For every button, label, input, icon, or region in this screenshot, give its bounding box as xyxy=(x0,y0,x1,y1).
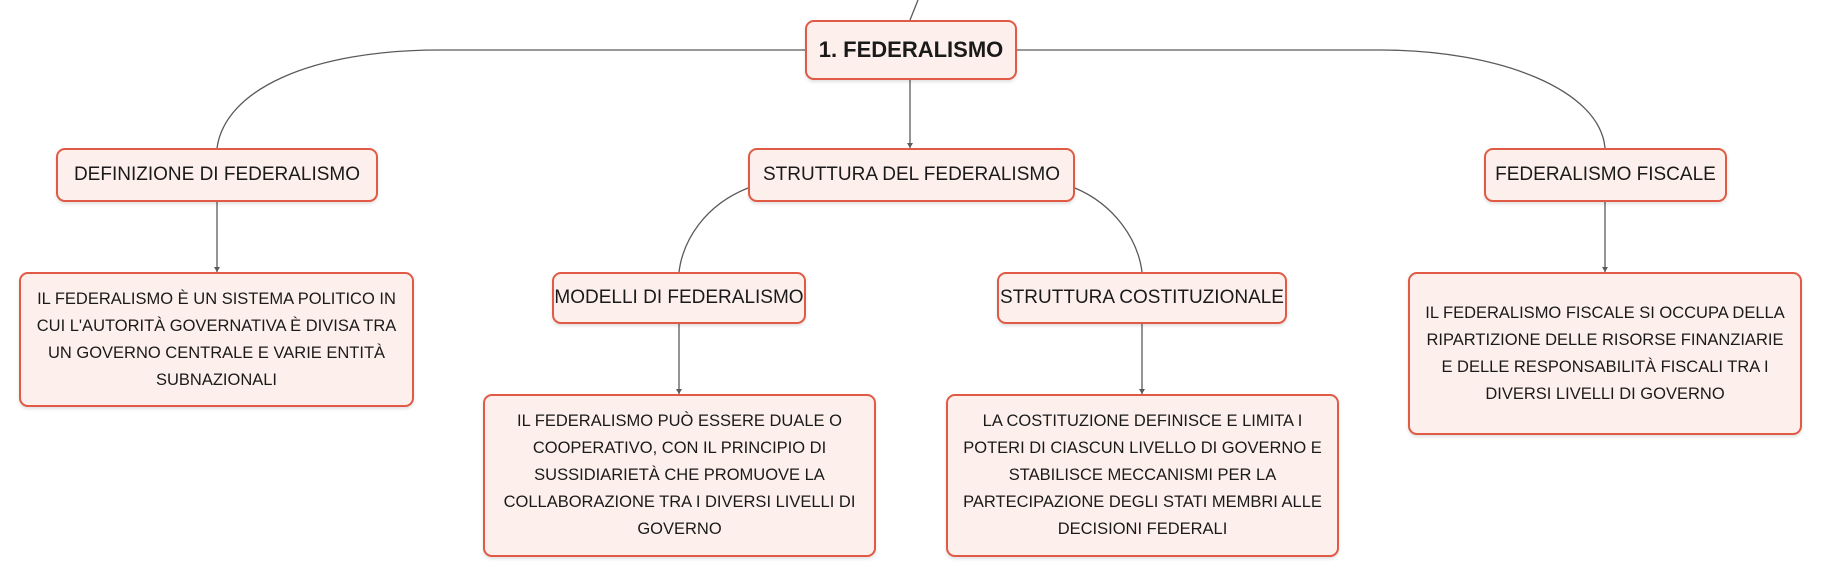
arrowhead xyxy=(676,389,682,394)
root-node[interactable]: 1. FEDERALISMO xyxy=(805,20,1017,80)
topic-definizione-label: DEFINIZIONE DI FEDERALISMO xyxy=(73,164,361,185)
root-node-label: 1. FEDERALISMO xyxy=(818,37,1004,62)
arrowhead xyxy=(214,267,220,272)
arrowhead xyxy=(1139,389,1145,394)
detail-modelli[interactable]: IL FEDERALISMO PUÒ ESSERE DUALE O COOPER… xyxy=(483,394,876,557)
connector-struttura-modelli xyxy=(678,187,749,273)
subtopic-modelli[interactable]: MODELLI DI FEDERALISMO xyxy=(552,272,806,324)
arrowhead xyxy=(907,143,913,148)
topic-definizione[interactable]: DEFINIZIONE DI FEDERALISMO xyxy=(56,148,378,202)
detail-costituzionale[interactable]: LA COSTITUZIONE DEFINISCE E LIMITA I POT… xyxy=(946,394,1339,557)
detail-definizione-text: IL FEDERALISMO È UN SISTEMA POLITICO IN … xyxy=(36,289,397,389)
connector-root-definizione xyxy=(216,49,805,149)
topic-struttura[interactable]: STRUTTURA DEL FEDERALISMO xyxy=(748,148,1075,202)
detail-fiscale-text: IL FEDERALISMO FISCALE SI OCCUPA DELLA R… xyxy=(1425,303,1785,403)
subtopic-costituzionale-label: STRUTTURA COSTITUZIONALE xyxy=(1000,287,1284,308)
detail-definizione[interactable]: IL FEDERALISMO È UN SISTEMA POLITICO IN … xyxy=(19,272,414,407)
subtopic-modelli-label: MODELLI DI FEDERALISMO xyxy=(554,287,804,308)
detail-costituzionale-text: LA COSTITUZIONE DEFINISCE E LIMITA I POT… xyxy=(963,412,1322,538)
topic-fiscale[interactable]: FEDERALISMO FISCALE xyxy=(1484,148,1727,202)
connector-struttura-costituzionale xyxy=(1074,187,1143,273)
arrowhead xyxy=(1602,267,1608,272)
detail-fiscale[interactable]: IL FEDERALISMO FISCALE SI OCCUPA DELLA R… xyxy=(1408,272,1802,435)
topic-fiscale-label: FEDERALISMO FISCALE xyxy=(1495,164,1716,185)
connector-parent-root xyxy=(909,0,919,21)
topic-struttura-label: STRUTTURA DEL FEDERALISMO xyxy=(762,164,1060,185)
connector-root-fiscale xyxy=(1017,49,1606,149)
detail-modelli-text: IL FEDERALISMO PUÒ ESSERE DUALE O COOPER… xyxy=(503,412,856,538)
subtopic-costituzionale[interactable]: STRUTTURA COSTITUZIONALE xyxy=(997,272,1287,324)
